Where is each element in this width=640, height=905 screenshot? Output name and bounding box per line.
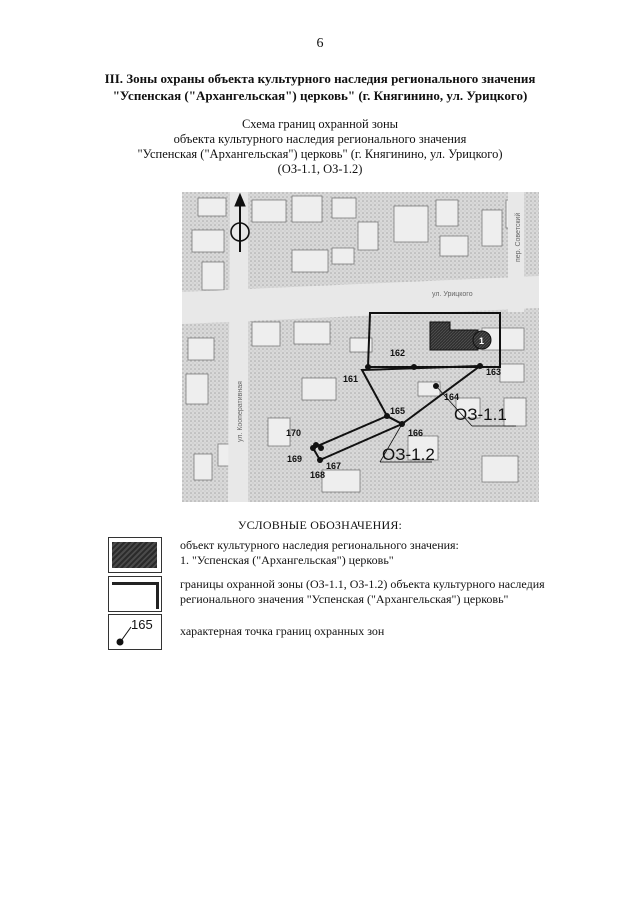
point-162-label: 162 — [390, 348, 405, 358]
section-title: III. Зоны охраны объекта культурного нас… — [100, 70, 540, 104]
section-title-line-2: "Успенская ("Архангельская") церковь" (г… — [112, 88, 528, 103]
scheme-title-line-2: объекта культурного наследия регионально… — [173, 132, 467, 146]
point-161-label: 161 — [343, 374, 358, 384]
street-label-uritskogo: ул. Урицкого — [432, 291, 473, 298]
point-163-label: 163 — [486, 367, 501, 377]
legend-item-zone-boundary: границы охранной зоны (ОЗ-1.1, ОЗ-1.2) о… — [180, 577, 610, 607]
legend-item-boundary-point: характерная точка границ охранных зон — [180, 624, 385, 638]
legend-item-heritage-object: объект культурного наследия региональног… — [180, 538, 600, 568]
boundary-points — [310, 363, 483, 463]
heritage-object-fill — [112, 542, 157, 568]
boundary-point-sample-number: 165 — [131, 617, 153, 632]
zone-boundary-sample — [112, 582, 159, 609]
point-labels: 161 162 163 164 165 166 167 168 169 170 — [286, 348, 501, 480]
street-label-sovetsky: пер. Советский — [514, 213, 522, 262]
zone-label-oz11: ОЗ-1.1 — [454, 405, 507, 424]
leader-lines — [379, 385, 516, 463]
boundary-point-sample: 165 — [116, 617, 153, 646]
page-number: 6 — [316, 36, 324, 51]
oz11-boundary-north — [366, 312, 501, 368]
legend-swatch-boundary-point: 165 — [108, 614, 162, 650]
section-title-line-1: III. Зоны охраны объекта культурного нас… — [104, 71, 536, 86]
church-building: 1 — [429, 321, 492, 351]
zone-label-oz12: ОЗ-1.2 — [382, 445, 435, 464]
protection-zone-map: ул. Урицкого ул. Кооперативная пер. Сове… — [182, 192, 539, 502]
scheme-title: Схема границ охранной зоны объекта культ… — [100, 117, 540, 177]
map-svg: ул. Урицкого ул. Кооперативная пер. Сове… — [182, 192, 539, 502]
point-166-label: 166 — [408, 428, 423, 438]
north-arrow — [230, 192, 250, 252]
legend-swatch-heritage-object — [108, 537, 162, 573]
point-167-label: 167 — [326, 461, 341, 471]
point-165-label: 165 — [390, 406, 405, 416]
legend-item-1-line-1: объект культурного наследия региональног… — [180, 538, 459, 552]
point-170-label: 170 — [286, 428, 301, 438]
point-164-label: 164 — [444, 392, 459, 402]
legend-swatch-zone-boundary — [108, 576, 162, 612]
legend-item-1-line-2: 1. "Успенская ("Архангельская") церковь" — [180, 553, 394, 567]
street-label-kooperativnaya: ул. Кооперативная — [237, 381, 244, 442]
point-168-label: 168 — [310, 470, 325, 480]
point-169-label: 169 — [287, 454, 302, 464]
scheme-title-line-4: (ОЗ-1.1, ОЗ-1.2) — [277, 162, 363, 176]
legend-heading: УСЛОВНЫЕ ОБОЗНАЧЕНИЯ: — [237, 518, 403, 532]
scheme-title-line-3: "Успенская ("Архангельская") церковь" (г… — [137, 147, 503, 161]
object-number: 1 — [479, 336, 484, 346]
legend-item-2-line-2: регионального значения "Успенская ("Арха… — [180, 592, 509, 606]
legend-item-2-line-1: границы охранной зоны (ОЗ-1.1, ОЗ-1.2) о… — [180, 577, 545, 591]
scheme-title-line-1: Схема границ охранной зоны — [241, 117, 399, 131]
